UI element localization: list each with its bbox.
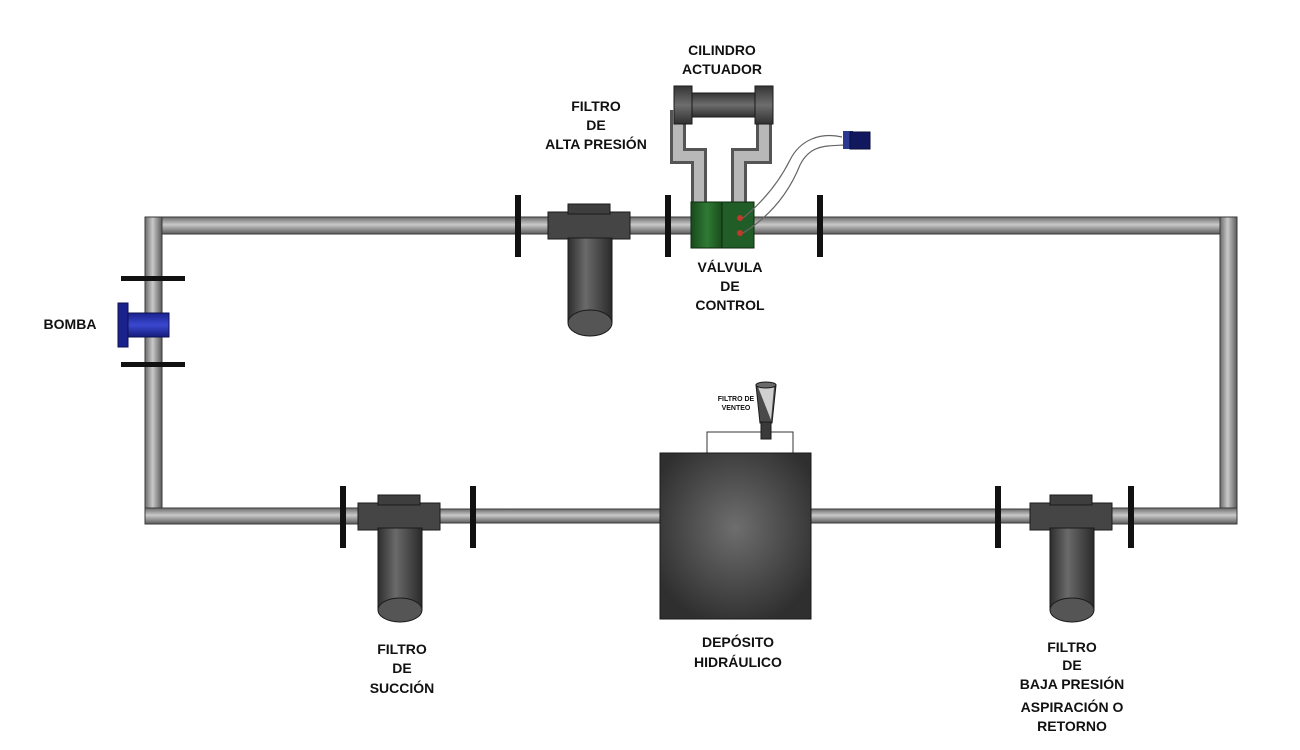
high-pressure-filter-label-line-3: ALTA PRESIÓN [545,135,647,152]
vent-filter-top [755,381,777,389]
filter-head [547,211,631,240]
filter-bowl-bottom [377,597,423,623]
pipe-loop [144,216,1238,525]
low-pressure-filter-label-line-3: BAJA PRESIÓN [1020,675,1125,692]
hydraulic-reservoir [659,381,812,620]
reservoir-tank [659,452,812,620]
flange [995,486,1001,548]
filter-cap [1049,494,1093,506]
suction-filter-label-line-1: FILTRO [377,641,427,657]
pump-label: BOMBA [44,316,97,332]
reservoir-lid [706,431,794,455]
pump-body [126,312,170,338]
vent-filter-neck [760,421,772,440]
pump-flange [117,302,129,348]
flange [121,362,185,367]
filter-bowl-bottom [1049,597,1095,623]
filter-head [357,502,441,531]
actuator-cylinder [670,85,774,202]
filter-head [1029,502,1113,531]
pipe-left [144,216,163,525]
valve-body [690,201,724,249]
actuator-line-right-inner [734,110,769,202]
control-valve-label-line-1: VÁLVULA [697,259,762,275]
valve-indicator [737,230,743,236]
cylinder-end-cap-left [673,85,693,125]
solenoid-wire [742,134,843,219]
vent-filter-label-line-1: FILTRO DE [718,396,755,403]
vent-filter-highlight [758,387,774,420]
reservoir-label-line-1: DEPÓSITO [702,633,774,650]
high-pressure-filter-label-line-2: DE [586,117,605,133]
actuator-line-left-inner [673,110,704,202]
flange [665,195,671,257]
flange [121,276,185,281]
valve-indicator [737,215,743,221]
reservoir-label-line-2: HIDRÁULICO [694,654,782,670]
low-pressure-filter-label-line-1: FILTRO [1047,639,1097,655]
filter-bowl [1049,527,1095,611]
flange [470,486,476,548]
cylinder-barrel [687,92,759,118]
flange [1128,486,1134,548]
cylinder-label-line-1: CILINDRO [688,42,756,58]
solenoid-connector [843,131,853,149]
pipe-bottom-left [144,507,366,525]
flange [817,195,823,257]
low-pressure-filter-label-line-2: DE [1062,657,1081,673]
control-valve-label-line-3: CONTROL [695,297,765,313]
filter-bowl [377,527,423,611]
high-pressure-filter [547,203,631,337]
filter-cap [567,203,611,215]
low-pressure-filter [995,486,1134,623]
solenoid-wire [742,144,846,234]
suction-filter [340,486,476,623]
flange [515,195,521,257]
low-pressure-filter-label-line-4: ASPIRACIÓN O [1021,698,1124,715]
pump [117,276,185,367]
cylinder-label-line-2: ACTUADOR [682,61,762,77]
flange [340,486,346,548]
filter-bowl [567,237,613,324]
control-valve [690,131,871,249]
control-valve-label-line-2: DE [720,278,739,294]
filter-bowl-bottom [567,309,613,337]
high-pressure-filter-label-line-1: FILTRO [571,98,621,114]
filter-cap [377,494,421,506]
low-pressure-filter-label-line-5: RETORNO [1037,718,1107,734]
vent-filter-label-line-2: VENTEO [722,405,751,412]
cylinder-end-cap-right [754,85,774,125]
solenoid-plug [849,131,871,150]
suction-filter-label-line-3: SUCCIÓN [370,679,435,696]
suction-filter-label-line-2: DE [392,660,411,676]
valve-body-right [721,201,755,249]
pipe-right [1219,216,1238,525]
